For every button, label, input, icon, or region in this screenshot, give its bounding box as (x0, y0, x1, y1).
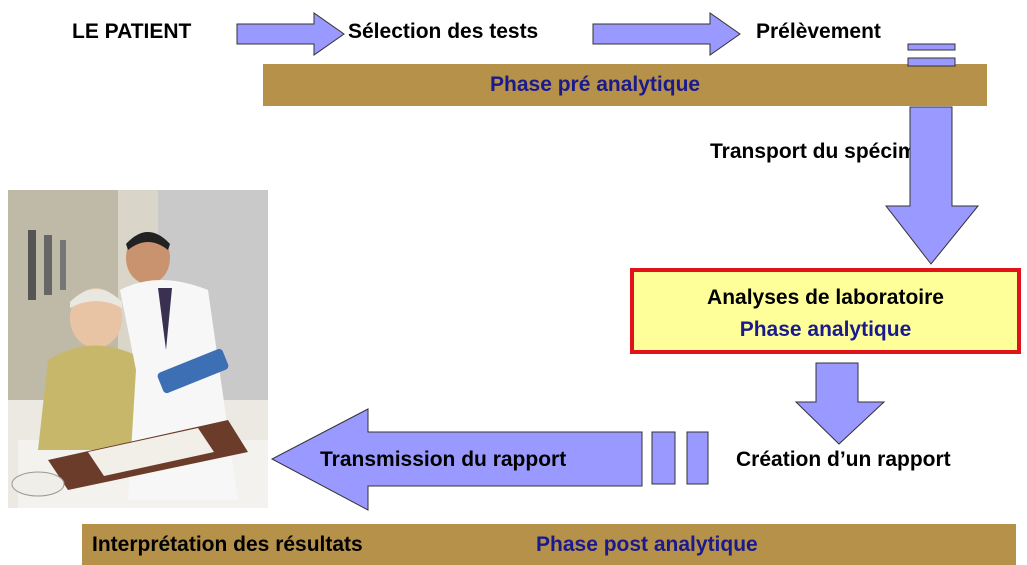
arrow-down-report (794, 362, 886, 445)
arrow-left-transmission (270, 408, 643, 511)
test-selection-label: Sélection des tests (348, 20, 539, 43)
lab-analyses-label: Analyses de laboratoire (707, 286, 944, 309)
post-analytic-phase-band (82, 524, 1016, 565)
pre-analytic-phase-band (263, 64, 987, 106)
arrow-right-1 (236, 12, 345, 56)
analytic-phase-label: Phase analytique (739, 318, 912, 341)
connector-bars (651, 431, 709, 485)
arrow-down-transport (884, 106, 980, 265)
report-transmission-label: Transmission du rapport (320, 448, 567, 471)
connector-segment (907, 43, 956, 67)
lab-analyses-box (630, 268, 1021, 354)
arrow-right-2 (592, 12, 741, 56)
pre-analytic-phase-label: Phase pré analytique (490, 73, 701, 96)
post-analytic-phase-label: Phase post analytique (536, 533, 758, 556)
doctor-patient-photo (8, 190, 268, 508)
result-interpretation-label: Interprétation des résultats (92, 533, 363, 556)
transport-label: Transport du spécimen (710, 140, 942, 163)
patient-label: LE PATIENT (72, 20, 192, 43)
report-creation-label: Création d’un rapport (736, 448, 951, 471)
sampling-label: Prélèvement (756, 20, 881, 43)
